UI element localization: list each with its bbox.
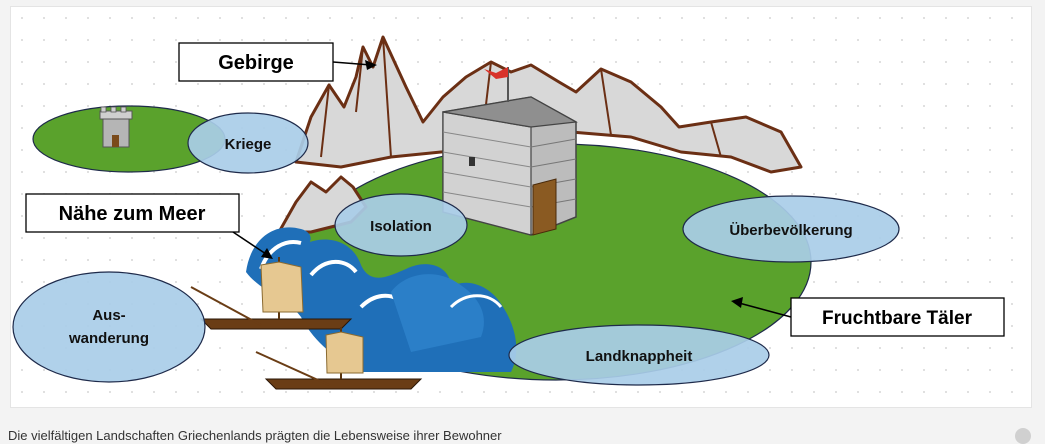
bubble-isolation: Isolation [334, 193, 468, 257]
bubble-landknappheit: Landknappheit [508, 324, 770, 386]
image-caption: Die vielfältigen Landschaften Griechenla… [8, 429, 502, 443]
ship-icon-upper [190, 257, 353, 330]
bubble-kriege: Kriege [187, 112, 309, 174]
ship-icon-lower [255, 327, 423, 390]
bubble-ueberbevoelkerung: Überbevölkerung [682, 195, 900, 263]
label-naehe-zum-meer: Nähe zum Meer [25, 193, 240, 233]
bubble-landknappheit-text: Landknappheit [586, 348, 693, 365]
arrow-gebirge [332, 60, 377, 70]
label-fruchtbare-taeler: Fruchtbare Täler [790, 297, 1005, 337]
small-tower-icon [99, 106, 133, 148]
bubble-kriege-text: Kriege [225, 136, 272, 153]
bubble-auswanderung-line2: wanderung [68, 330, 149, 347]
diagram-frame: Gebirge Nähe zum Meer Fruchtbare Täler K… [10, 6, 1032, 408]
bubble-auswanderung-line1: Aus- [92, 307, 125, 324]
bubble-isolation-text: Isolation [370, 218, 432, 235]
label-fruchtbare-taeler-text: Fruchtbare Täler [822, 308, 973, 329]
label-naehe-zum-meer-text: Nähe zum Meer [59, 203, 206, 225]
arrow-taeler [731, 297, 792, 318]
castle-tower-icon [442, 67, 578, 236]
greece-geography-diagram: Gebirge Nähe zum Meer Fruchtbare Täler K… [11, 7, 1031, 407]
arrow-meer [232, 231, 273, 259]
sea-waves-illustration [246, 227, 517, 372]
bubble-auswanderung: Aus- wanderung [12, 271, 206, 383]
help-circle-icon[interactable] [1015, 428, 1031, 444]
bubble-ueberbevoelkerung-text: Überbevölkerung [729, 222, 852, 239]
label-gebirge-text: Gebirge [218, 52, 294, 74]
label-gebirge: Gebirge [178, 42, 334, 82]
